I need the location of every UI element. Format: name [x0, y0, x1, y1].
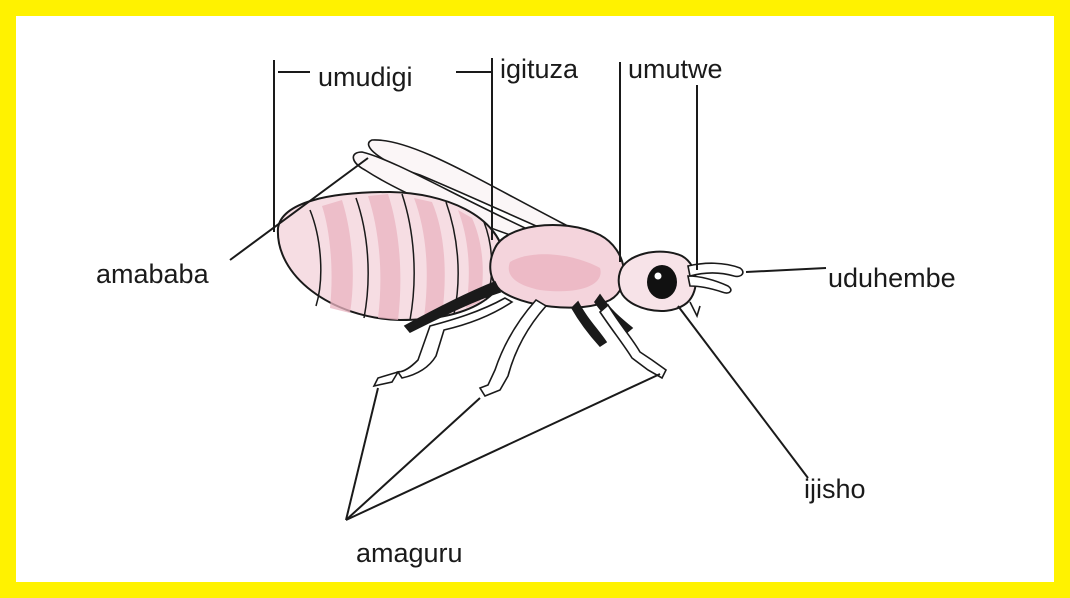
label-thorax: igituza — [500, 56, 578, 83]
thorax — [490, 225, 624, 308]
label-wings: amababa — [96, 261, 209, 288]
eye-icon — [647, 265, 677, 299]
label-eye: ijisho — [804, 476, 866, 503]
label-head: umutwe — [628, 56, 723, 83]
label-legs: amaguru — [356, 540, 463, 567]
label-abdomen: umudigi — [318, 64, 413, 91]
label-antennae: uduhembe — [828, 265, 956, 292]
head — [619, 252, 700, 316]
